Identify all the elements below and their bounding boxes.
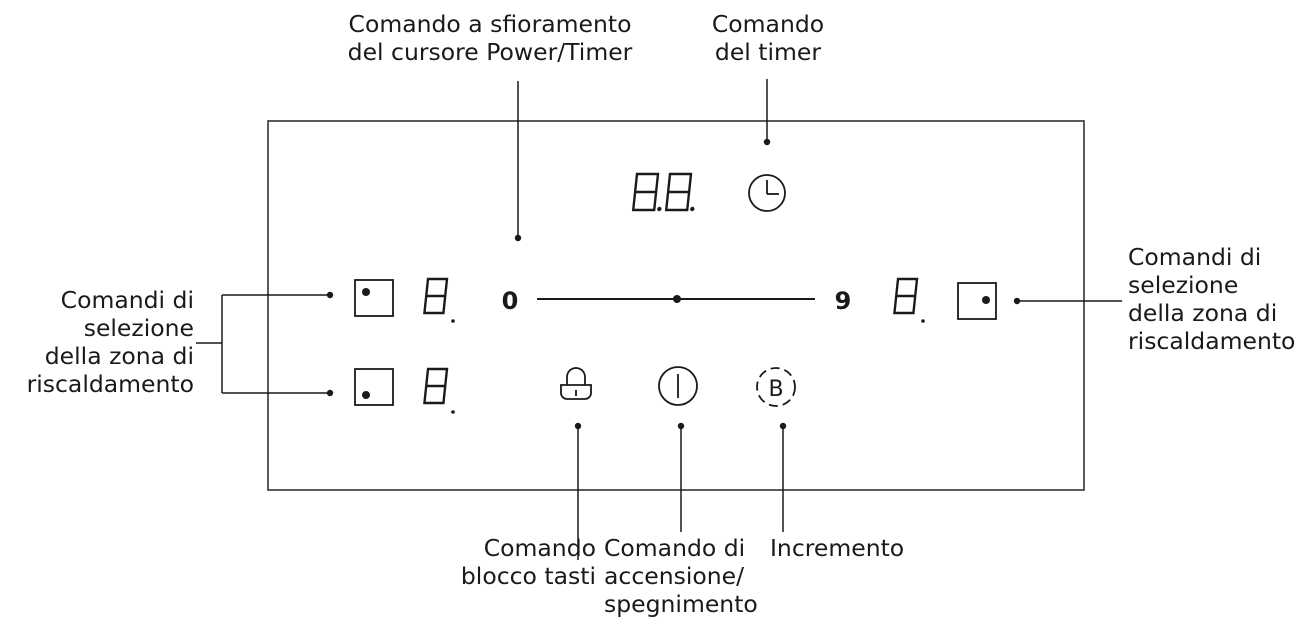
timer-display [631,172,695,212]
zone-select-icon[interactable] [957,282,997,320]
label-power-control: Comando di accensione/ spegnimento [604,534,758,618]
label-timer-control: Comando del timer [711,10,825,66]
svg-text:B: B [768,377,783,402]
label-lock-control: Comando blocco tasti [460,534,596,590]
zone-display-top-left [423,277,449,315]
label-zone-left: Comandi di selezione della zona di risca… [26,286,194,398]
boost-icon[interactable]: B [756,367,796,407]
label-slider-control: Comando a sfioramento del cursore Power/… [347,10,633,66]
zone-select-icon[interactable] [354,368,394,406]
clock-icon[interactable] [748,174,786,212]
hob-panel-frame [267,120,1085,491]
slider-min-label: 0 [502,287,519,315]
power-icon[interactable] [658,366,698,406]
zone-display-bottom-left [423,367,449,405]
leader-lines [196,79,1122,560]
zone-display-right [893,277,919,315]
lock-icon[interactable] [560,367,592,400]
slider-max-label: 9 [835,287,852,315]
label-boost-control: Incremento [770,534,905,562]
zone-select-icon[interactable] [354,279,394,317]
label-zone-right: Comandi di selezione della zona di risca… [1128,243,1296,355]
